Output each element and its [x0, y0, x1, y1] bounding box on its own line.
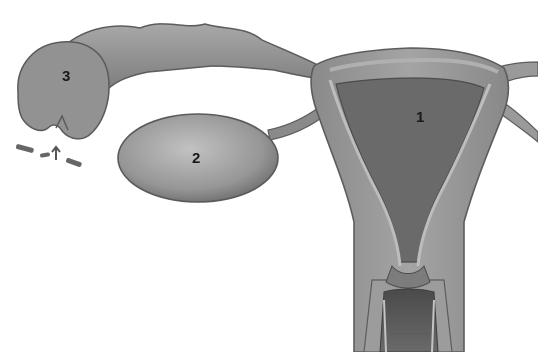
fallopian-tube-ampulla [18, 42, 109, 139]
ovarian-ligament [268, 108, 324, 140]
ovulation-marks [16, 144, 83, 168]
up-arrow-icon [52, 147, 60, 160]
label-ampulla: 3 [62, 68, 70, 85]
label-uterus: 1 [416, 109, 424, 126]
label-ovary: 2 [192, 150, 200, 167]
